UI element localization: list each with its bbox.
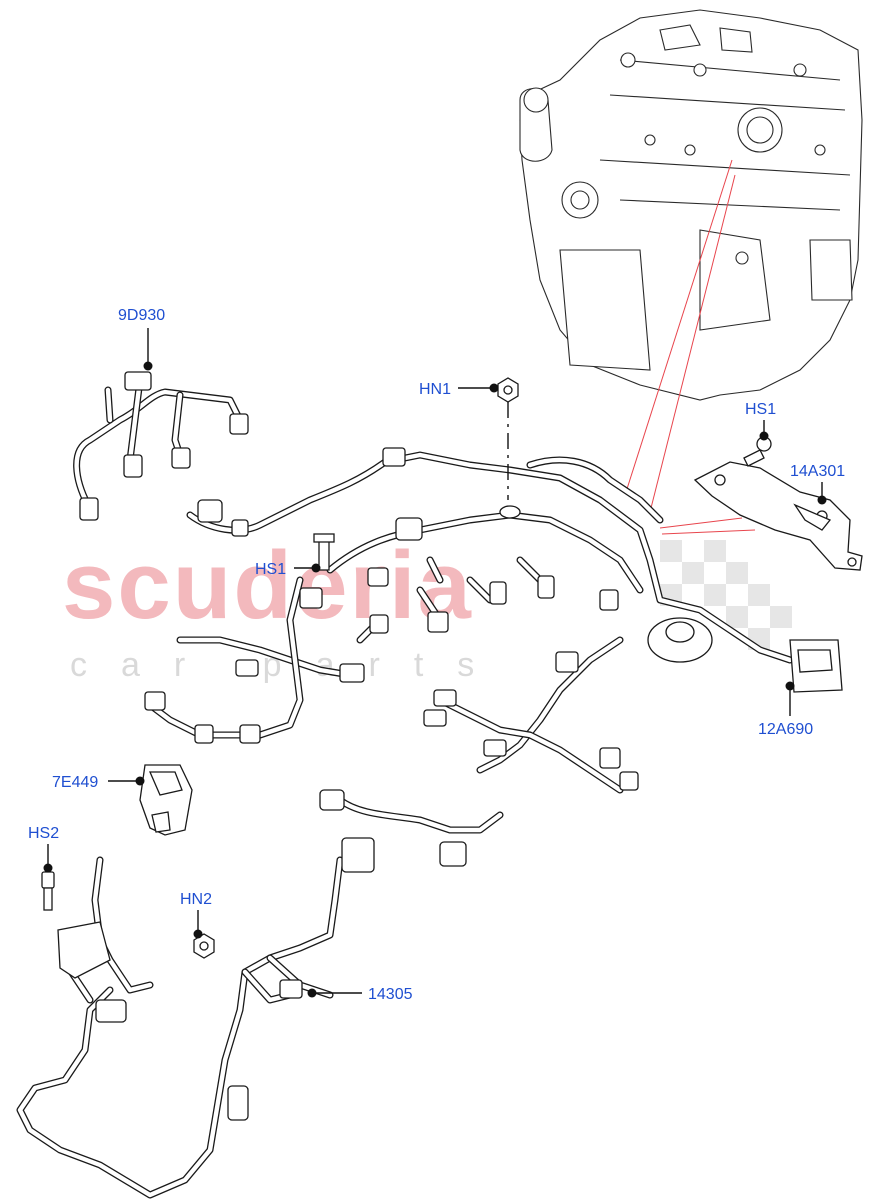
callout-hs1-middle[interactable]: HS1 bbox=[255, 561, 286, 578]
engine-block-illustration bbox=[519, 9, 863, 401]
bolt-hs1-middle bbox=[313, 533, 335, 571]
callout-hn2[interactable]: HN2 bbox=[180, 891, 212, 908]
bolt-hs1-top bbox=[743, 436, 772, 467]
nut-hn1 bbox=[497, 377, 521, 519]
callout-hn1[interactable]: HN1 bbox=[419, 381, 451, 398]
callout-9d930[interactable]: 9D930 bbox=[118, 307, 165, 324]
watermark-tagline: car parts bbox=[70, 646, 508, 684]
callout-hs1-top[interactable]: HS1 bbox=[745, 401, 776, 418]
red-leader-lines bbox=[625, 159, 756, 535]
watermark: scuderia car parts bbox=[62, 532, 792, 684]
callout-14a301[interactable]: 14A301 bbox=[790, 463, 845, 480]
main-engine-harness bbox=[144, 447, 843, 867]
watermark-brand: scuderia bbox=[62, 532, 473, 639]
callout-labels: 9D930 HN1 HS1 14A301 HS1 12A690 7E449 HS… bbox=[28, 307, 845, 1003]
injector-harness-9d930 bbox=[73, 371, 249, 521]
lower-harness-14305 bbox=[16, 837, 375, 1199]
callout-12a690[interactable]: 12A690 bbox=[758, 721, 813, 738]
callout-hs2[interactable]: HS2 bbox=[28, 825, 59, 842]
bracket-14a301 bbox=[693, 461, 863, 571]
nut-hn2 bbox=[193, 933, 215, 959]
callout-14305[interactable]: 14305 bbox=[368, 986, 413, 1003]
watermark-checkered-flag bbox=[660, 540, 792, 650]
callout-7e449[interactable]: 7E449 bbox=[52, 774, 98, 791]
bolt-hs2 bbox=[41, 871, 55, 911]
callout-leaders bbox=[43, 328, 827, 998]
sensor-7e449 bbox=[139, 764, 193, 836]
